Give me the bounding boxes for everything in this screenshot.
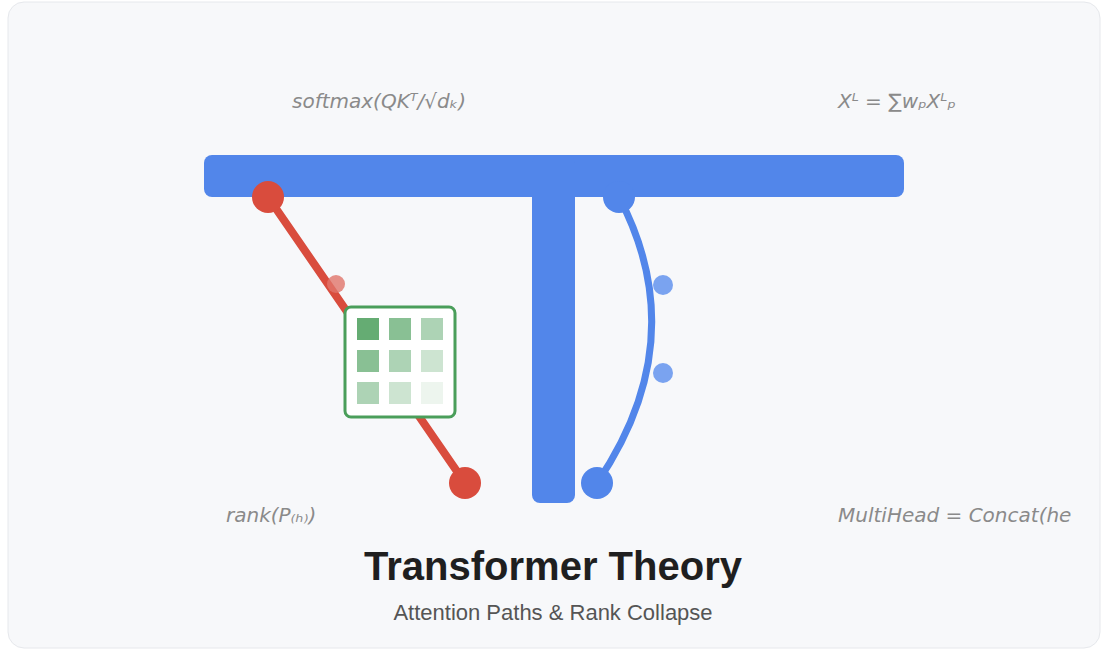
path-dot — [449, 467, 481, 499]
attention-path — [268, 197, 465, 483]
path-dot — [327, 275, 345, 293]
path-dot — [653, 275, 673, 295]
caption: Attention Paths & Rank Collapse — [0, 600, 1106, 626]
formula-label: Xᴸ = ∑wₚXᴸₚ — [838, 89, 956, 113]
title: Transformer Theory — [0, 542, 1106, 590]
path-dot — [603, 181, 635, 213]
formula-label: softmax(QKᵀ/√dₖ) — [292, 89, 466, 113]
path-dot — [252, 181, 284, 213]
formula-label: MultiHead = Concat(he — [838, 503, 1071, 527]
residual-path — [597, 197, 652, 483]
attention-matrix — [345, 307, 455, 417]
path-dot — [581, 467, 613, 499]
path-dot — [653, 363, 673, 383]
formula-label: rank(P₍ₕ₎) — [226, 503, 316, 527]
t-stem — [532, 155, 575, 503]
